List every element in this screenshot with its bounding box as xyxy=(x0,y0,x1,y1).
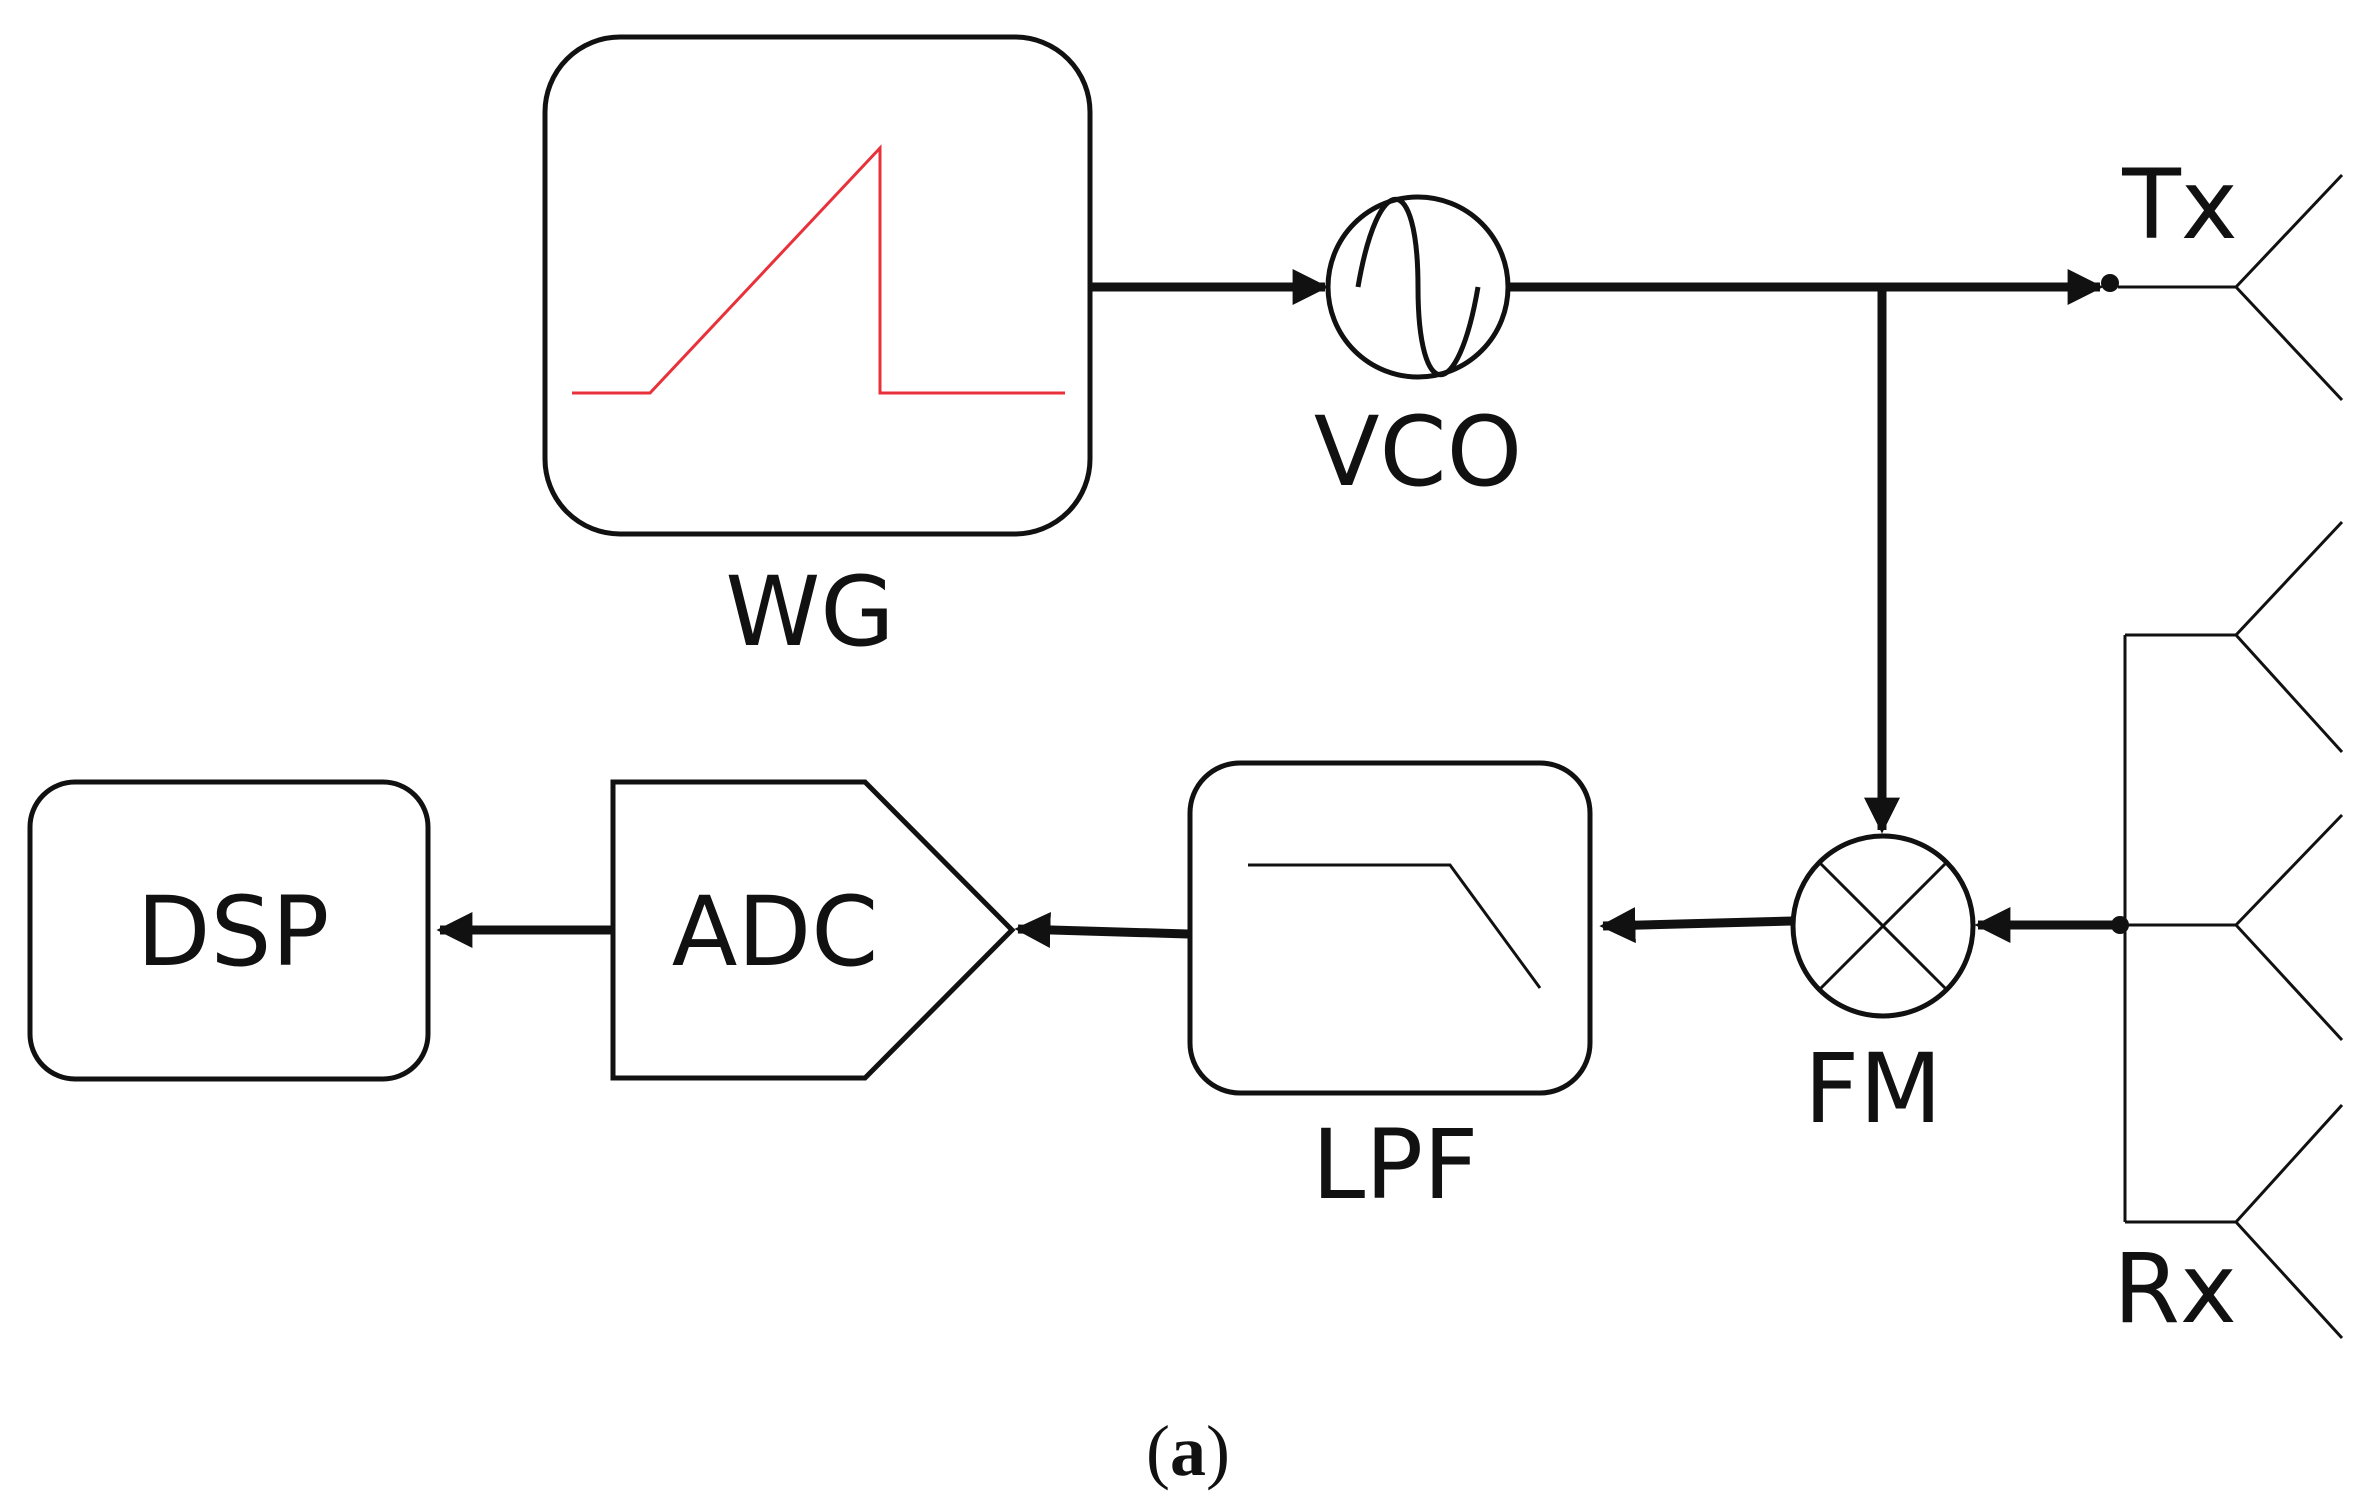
fm-label: FM xyxy=(1804,1033,1942,1145)
rx-antenna-icon xyxy=(2234,813,2344,1042)
dsp-box xyxy=(27,779,431,1082)
tx-label: Tx xyxy=(2121,149,2237,261)
wg-box xyxy=(542,34,1093,537)
rx-antenna-array xyxy=(2123,520,2344,1340)
adc-block: ADC xyxy=(610,779,1016,1081)
lpf-box xyxy=(1187,760,1593,1096)
vco-block xyxy=(1325,194,1511,380)
adc-shape xyxy=(610,779,1016,1081)
lpf-to-adc-arrow xyxy=(1014,911,1189,948)
rx-antenna-icon xyxy=(2234,520,2344,754)
rx-label: Rx xyxy=(2113,1233,2237,1345)
tx-junction-dot xyxy=(2101,274,2119,292)
vco-label: VCO xyxy=(1314,396,1522,508)
wg-label: WG xyxy=(725,556,894,668)
lpf-label: LPF xyxy=(1312,1109,1479,1221)
lpf-block xyxy=(1187,760,1593,1096)
sine-wave-icon xyxy=(1355,197,1481,377)
sawtooth-waveform-icon xyxy=(572,144,1065,395)
wg-block xyxy=(542,34,1093,537)
fm-block xyxy=(1790,833,1976,1019)
lowpass-response-icon xyxy=(1248,863,1542,989)
tx-antenna-icon xyxy=(2234,173,2344,402)
figure-caption: (a) xyxy=(1146,1411,1230,1491)
rx-antenna-icon xyxy=(2234,1103,2344,1340)
adc-label: ADC xyxy=(672,876,879,988)
dsp-block: DSP xyxy=(27,779,431,1082)
dsp-label: DSP xyxy=(137,876,330,988)
fm-to-lpf-arrow xyxy=(1599,907,1793,944)
